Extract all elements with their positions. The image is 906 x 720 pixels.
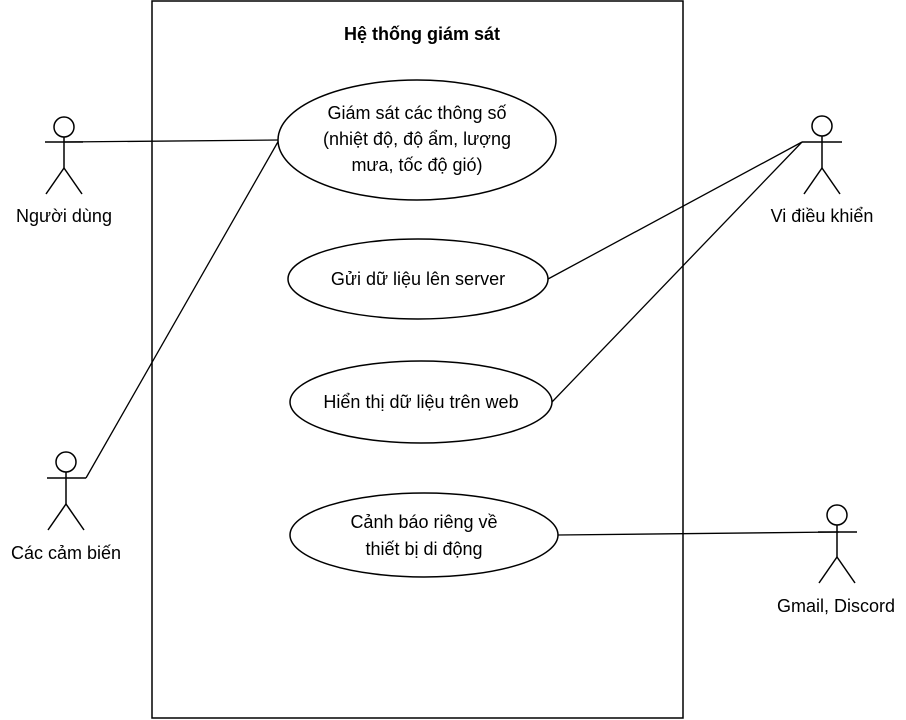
use-case-alert[interactable]: Cảnh báo riêng về thiết bị di động <box>289 492 559 578</box>
actor-gmail-discord[interactable]: Gmail, Discord <box>777 504 895 616</box>
stick-figure-icon <box>47 451 86 531</box>
use-case-alert-line-2: thiết bị di động <box>365 539 482 559</box>
use-case-alert-line-1: Cảnh báo riêng về <box>350 512 497 532</box>
association-user-monitor <box>63 139 280 143</box>
use-case-monitor-line-3: mưa, tốc độ gió) <box>351 155 482 175</box>
use-case-display-label: Hiển thị dữ liệu trên web <box>323 392 518 412</box>
actor-sensors-label: Các cảm biến <box>11 543 121 563</box>
use-case-display[interactable]: Hiển thị dữ liệu trên web <box>289 360 553 444</box>
use-case-send[interactable]: Gửi dữ liệu lên server <box>287 238 549 320</box>
use-case-monitor-line-1: Giám sát các thông số <box>327 103 506 123</box>
association-sensors-monitor <box>85 139 280 479</box>
actor-gmail-discord-label: Gmail, Discord <box>777 596 895 616</box>
actor-mcu[interactable]: Vi điều khiển <box>771 115 874 226</box>
use-case-monitor-line-2: (nhiệt độ, độ ẩm, lượng <box>323 129 511 149</box>
system-title: Hệ thống giám sát <box>344 24 500 44</box>
actor-user-label: Người dùng <box>16 206 112 226</box>
association-mcu-display <box>551 141 803 403</box>
association-gmail-alert <box>557 531 840 536</box>
association-mcu-send <box>547 141 803 280</box>
use-case-send-label: Gửi dữ liệu lên server <box>331 269 505 289</box>
use-case-monitor[interactable]: Giám sát các thông số (nhiệt độ, độ ẩm, … <box>277 79 557 201</box>
stick-figure-icon <box>818 504 857 584</box>
actor-sensors[interactable]: Các cảm biến <box>11 451 121 563</box>
stick-figure-icon <box>45 116 83 195</box>
actor-user[interactable]: Người dùng <box>16 116 112 226</box>
actor-mcu-label: Vi điều khiển <box>771 206 874 226</box>
associations <box>63 139 840 536</box>
stick-figure-icon <box>802 115 842 195</box>
